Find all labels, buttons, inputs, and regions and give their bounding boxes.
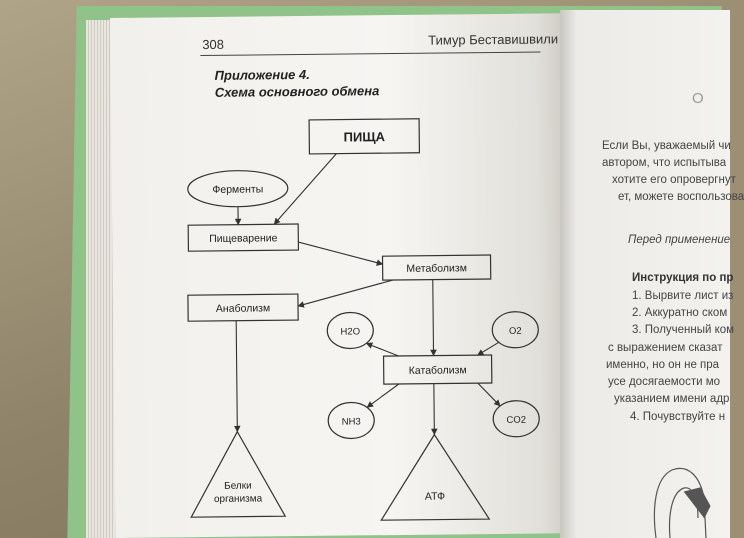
food-label: ПИЩА <box>344 129 386 144</box>
right-page-line: усе досягаемости мо <box>608 376 721 388</box>
enzymes-label: Ферменты <box>212 183 263 196</box>
metabolism-label: Метаболизм <box>406 262 467 275</box>
right-page-line: 1. Вырвите лист из <box>632 290 734 302</box>
food-box <box>308 118 421 155</box>
co2-ellipse <box>492 400 540 438</box>
o2-label: O2 <box>509 326 522 337</box>
arrow-o2-catabolism <box>476 341 500 356</box>
right-page-line: Инструкция по пр <box>632 272 734 284</box>
right-page-line: указанием имени адр <box>614 393 730 405</box>
nh3-label: NH3 <box>342 416 361 427</box>
right-page-illustration <box>653 467 711 538</box>
nh3-ellipse <box>327 401 375 440</box>
arrow-catabolism-nh3 <box>366 383 400 408</box>
arrow-digestion-metabolism <box>298 241 384 266</box>
proteins-label-line2: организма <box>214 493 263 505</box>
metabolism-diagram: ПИЩА Ферменты Пищеварение Метаболизм Ана… <box>187 118 540 521</box>
right-page-line: автором, что испытыва <box>602 157 727 169</box>
right-page-line: О <box>692 90 704 107</box>
arrow-food-digestion <box>273 153 337 225</box>
co2-label: CO2 <box>506 415 526 426</box>
arrow-catabolism-h2o <box>365 342 399 357</box>
arrow-metabolism-catabolism <box>430 279 437 357</box>
right-page: О Если Вы, уважаемый чи автором, что исп… <box>560 10 744 538</box>
right-page-line: с выражением сказат <box>608 342 723 354</box>
digestion-label: Пищеварение <box>209 232 278 245</box>
h2o-ellipse <box>326 311 374 350</box>
right-page-line: именно, но он не пра <box>606 359 720 371</box>
left-page: 308 Тимур Беставишвили Приложение 4. Схе… <box>110 13 578 538</box>
arrow-anabolism-proteins <box>233 320 241 433</box>
right-page-line: ет, можете воспользова <box>618 191 744 203</box>
right-page-line: 3. Полученный ком <box>632 324 735 336</box>
proteins-label-line1: Белки <box>224 481 252 492</box>
anabolism-label: Анаболизм <box>216 302 270 315</box>
catabolism-label: Катаболизм <box>409 364 467 377</box>
right-page-line: Если Вы, уважаемый чи <box>602 140 731 152</box>
metabolism-box <box>381 254 492 281</box>
arrow-catabolism-atp <box>431 383 438 436</box>
right-page-line: хотите его опровергнут <box>612 174 736 186</box>
arrow-metabolism-anabolism <box>297 279 393 308</box>
catabolism-box <box>382 354 493 385</box>
right-page-line: 2. Аккуратно ском <box>632 307 728 319</box>
h2o-label: H2O <box>340 326 360 337</box>
arrow-catabolism-co2 <box>477 382 501 407</box>
atp-label: АТФ <box>425 491 445 503</box>
right-page-line: 4. Почувствуйте н <box>630 411 726 423</box>
digestion-box <box>187 223 300 252</box>
proteins-triangle <box>190 430 287 518</box>
o2-ellipse <box>491 311 539 349</box>
right-page-line: Перед применение <box>628 234 731 246</box>
atp-triangle <box>380 433 491 521</box>
